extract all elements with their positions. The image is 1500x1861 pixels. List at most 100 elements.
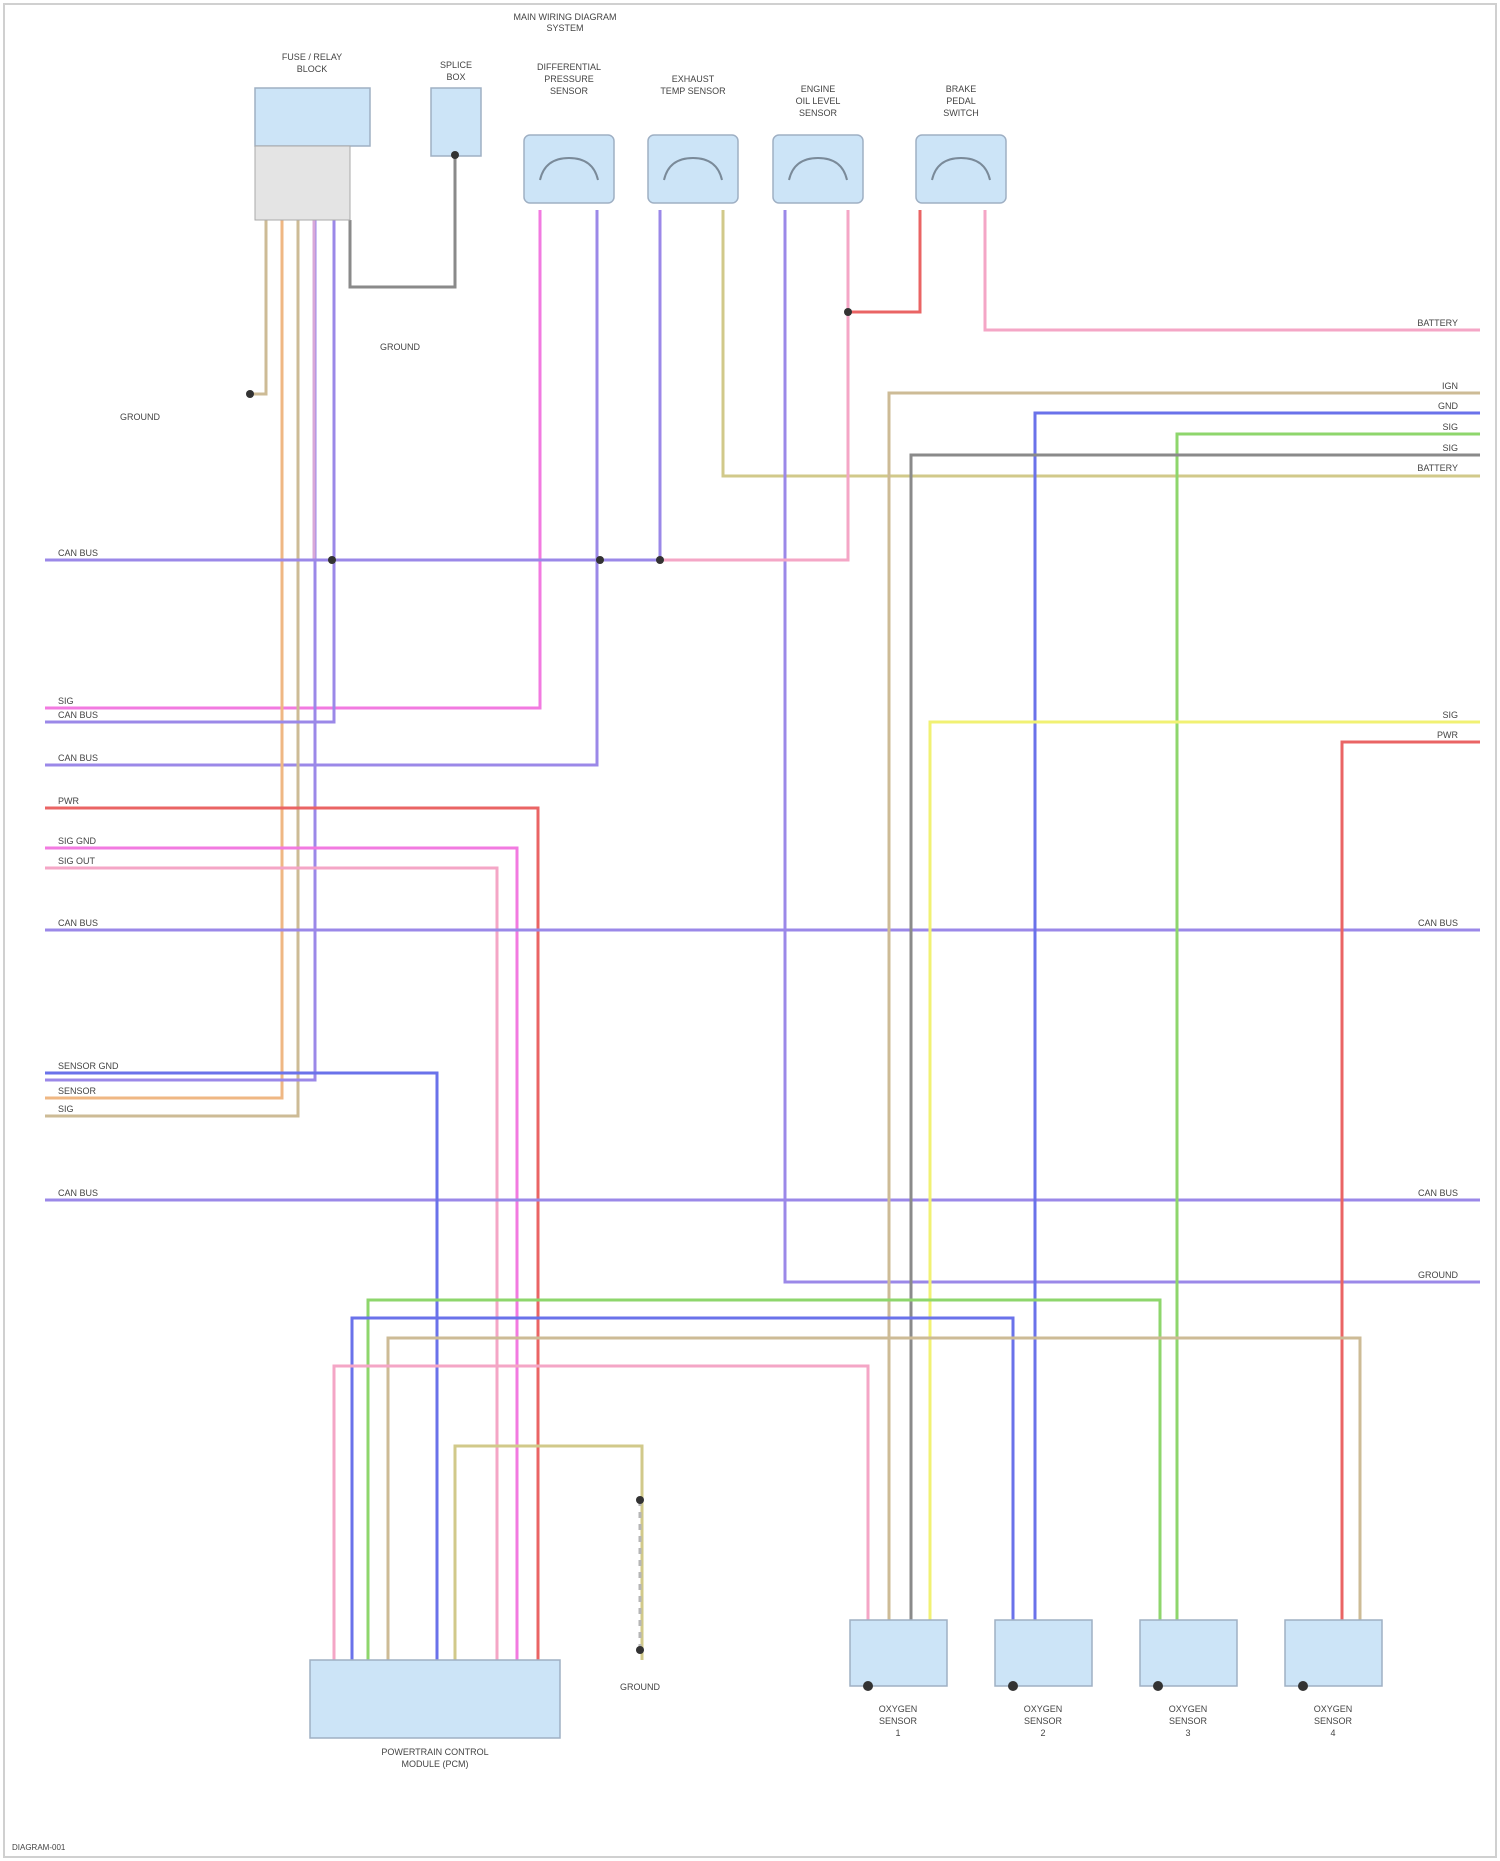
left-wire-label: SIG OUT: [58, 856, 96, 866]
component-caption: OXYGEN: [1169, 1704, 1208, 1714]
splice-dot: [246, 390, 254, 398]
component-oxygen-sensor-1: OXYGEN SENSOR 1: [850, 1620, 947, 1738]
splice-points: [246, 151, 852, 1654]
component-body: [1140, 1620, 1237, 1686]
right-wire-label: GND: [1438, 401, 1459, 411]
wire-lightpink: [334, 1366, 868, 1660]
component-caption: 1: [895, 1728, 900, 1738]
component-caption: DIFFERENTIAL: [537, 62, 601, 72]
ground-label: GROUND: [620, 1682, 660, 1692]
component-oxygen-sensor-2: OXYGEN SENSOR 2: [995, 1620, 1092, 1738]
component-caption: 3: [1185, 1728, 1190, 1738]
wire-yellow: [723, 210, 1480, 476]
wire-green: [1177, 434, 1480, 1660]
wire-lightpink: [660, 210, 848, 560]
wire-red: [45, 808, 538, 1660]
component-caption: SENSOR: [550, 86, 589, 96]
component-caption: SENSOR: [1169, 1716, 1208, 1726]
component-pcm: POWERTRAIN CONTROL MODULE (PCM): [310, 1660, 560, 1769]
component-caption: SENSOR: [799, 108, 838, 118]
component-oxygen-sensor-3: OXYGEN SENSOR 3: [1140, 1620, 1237, 1738]
ground-point: [863, 1681, 873, 1691]
wire-purple: [45, 210, 597, 765]
component-splice-box: SPLICE BOX: [431, 60, 481, 156]
component-body: [524, 135, 614, 203]
component-caption: 2: [1040, 1728, 1045, 1738]
component-caption: SENSOR: [1024, 1716, 1063, 1726]
right-wire-label: PWR: [1437, 730, 1458, 740]
component-body: [773, 135, 863, 203]
component-caption: PRESSURE: [544, 74, 594, 84]
component-caption: SENSOR: [879, 1716, 918, 1726]
right-wire-labels: BATTERYIGNGNDSIGSIGBATTERYSIGPWRCAN BUSC…: [1417, 318, 1458, 1280]
component-caption: BOX: [446, 72, 465, 82]
component-caption: MODULE (PCM): [402, 1759, 469, 1769]
ground-point: [1008, 1681, 1018, 1691]
component-pressure-sensor: DIFFERENTIAL PRESSURE SENSOR: [524, 62, 614, 203]
left-wire-label: CAN BUS: [58, 1188, 98, 1198]
splice-dot: [451, 151, 459, 159]
left-wire-label: CAN BUS: [58, 918, 98, 928]
right-wire-label: SIG: [1442, 443, 1458, 453]
left-wire-label: SIG GND: [58, 836, 97, 846]
component-body: [995, 1620, 1092, 1686]
left-wire-label: SENSOR: [58, 1086, 97, 1096]
component-caption: POWERTRAIN CONTROL: [381, 1747, 488, 1757]
footer-code: DIAGRAM-001: [12, 1843, 66, 1852]
component-caption: OIL LEVEL: [796, 96, 841, 106]
component-caption: SENSOR: [1314, 1716, 1353, 1726]
component-caption: TEMP SENSOR: [660, 86, 726, 96]
component-caption: OXYGEN: [1314, 1704, 1353, 1714]
component-caption: OXYGEN: [879, 1704, 918, 1714]
component-body: [850, 1620, 947, 1686]
wire-gray: [350, 155, 455, 287]
ground-point: [1153, 1681, 1163, 1691]
wire-blue: [352, 1318, 1013, 1660]
component-caption: SWITCH: [943, 108, 979, 118]
component-body: [255, 88, 370, 146]
right-wire-label: CAN BUS: [1418, 1188, 1458, 1198]
wire-green: [368, 1300, 1160, 1660]
splice-dot: [636, 1496, 644, 1504]
wire-lightpink: [985, 210, 1480, 330]
component-body: [648, 135, 738, 203]
header-line-1: MAIN WIRING DIAGRAM: [514, 12, 617, 22]
wire-purple: [45, 220, 315, 1080]
connector-block: [255, 146, 350, 220]
wire-tan: [388, 1338, 1360, 1660]
component-brake-switch: BRAKE PEDAL SWITCH: [916, 84, 1006, 203]
component-oil-level-sensor: ENGINE OIL LEVEL SENSOR: [773, 84, 863, 203]
component-body: [1285, 1620, 1382, 1686]
component-body: [310, 1660, 560, 1738]
component-caption: OXYGEN: [1024, 1704, 1063, 1714]
header-line-2: SYSTEM: [546, 23, 583, 33]
wire-lightpink: [45, 868, 497, 1660]
left-wire-label: SIG: [58, 1104, 74, 1114]
splice-dot: [328, 556, 336, 564]
component-caption: BLOCK: [297, 64, 328, 74]
component-fuse-block: FUSE / RELAY BLOCK: [255, 52, 370, 220]
wire-blue: [1035, 413, 1480, 1660]
wire-red: [848, 210, 920, 312]
component-body: [916, 135, 1006, 203]
component-body: [431, 88, 481, 156]
right-wire-label: SIG: [1442, 422, 1458, 432]
wire-gray: [911, 455, 1480, 1660]
wire-tan: [250, 220, 266, 394]
left-wire-label: CAN BUS: [58, 753, 98, 763]
left-wire-label: CAN BUS: [58, 548, 98, 558]
component-caption: FUSE / RELAY: [282, 52, 342, 62]
component-caption: PEDAL: [946, 96, 976, 106]
component-caption: EXHAUST: [672, 74, 715, 84]
ground-label: GROUND: [120, 412, 160, 422]
right-wire-label: SIG: [1442, 710, 1458, 720]
splice-dot: [636, 1646, 644, 1654]
wire-purple: [45, 220, 334, 722]
left-wire-label: SIG: [58, 696, 74, 706]
right-wire-label: BATTERY: [1417, 318, 1458, 328]
component-oxygen-sensor-4: OXYGEN SENSOR 4: [1285, 1620, 1382, 1738]
component-exhaust-sensor: EXHAUST TEMP SENSOR: [648, 74, 738, 203]
right-wire-label: BATTERY: [1417, 463, 1458, 473]
